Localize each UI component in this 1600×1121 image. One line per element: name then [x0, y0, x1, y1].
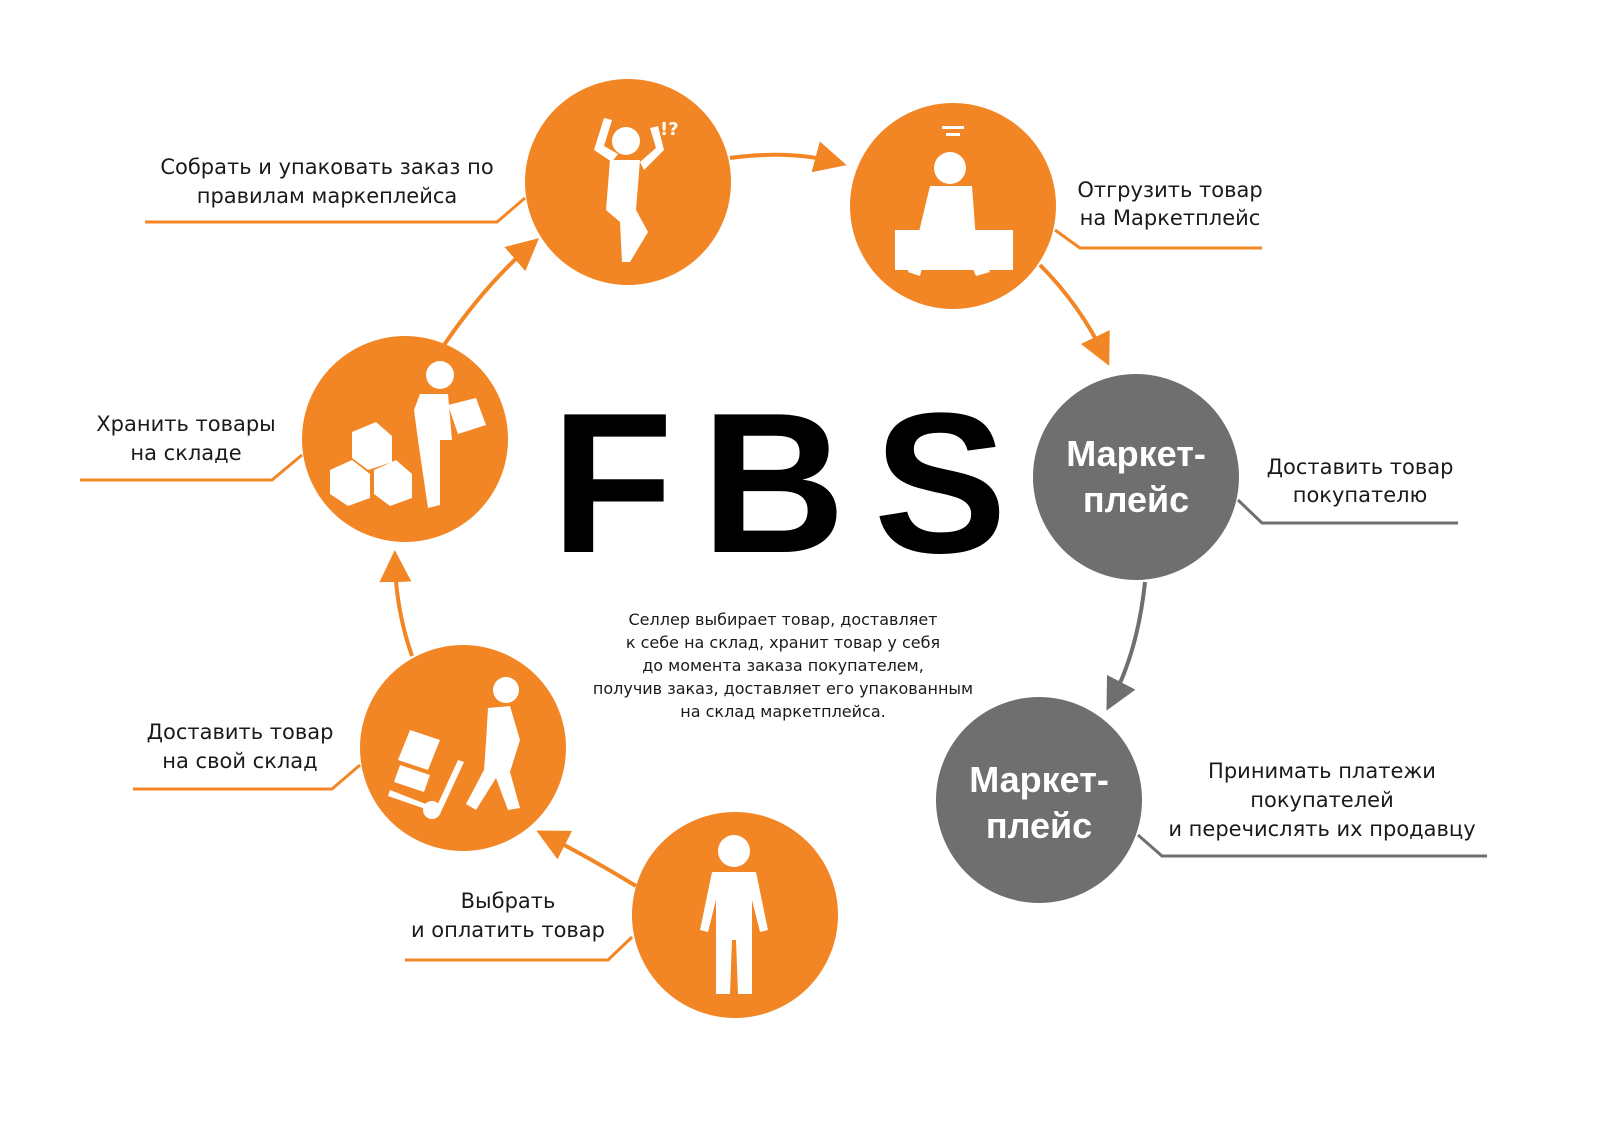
leader-line	[405, 935, 634, 962]
person-with-boxes-icon	[330, 361, 486, 508]
label-line: покупателей	[1250, 788, 1393, 812]
label-line: Выбрать	[461, 889, 556, 913]
step-label: Собрать и упаковать заказ по правилам ма…	[160, 155, 493, 208]
description-line: к себе на склад, хранит товар у себя	[626, 633, 940, 652]
standing-person-icon	[700, 835, 768, 994]
tired-sitting-person-icon	[895, 126, 1013, 276]
step-buyer	[632, 812, 838, 1018]
label-line: Доставить товар	[147, 720, 334, 744]
leader-line	[80, 453, 303, 482]
label-line: покупателю	[1293, 483, 1428, 507]
description: Селлер выбирает товар, доставляет к себе…	[593, 610, 973, 721]
step-label: Доставить товар на свой склад	[147, 720, 334, 773]
step-marketplace-deliver: Маркет- плейс	[1033, 374, 1239, 580]
label-line: Доставить товар	[1267, 455, 1454, 479]
leader-line	[145, 196, 526, 224]
label-line: на складе	[130, 441, 241, 465]
label-line: и перечислять их продавцу	[1168, 817, 1475, 841]
step-label: Хранить товары на складе	[96, 412, 275, 465]
arrow-step6-to-step7	[379, 550, 414, 657]
marketplace-text: плейс	[1083, 479, 1189, 520]
label-line: на свой склад	[162, 749, 317, 773]
label-line: Принимать платежи	[1208, 759, 1436, 783]
person-with-trolley-icon	[388, 677, 520, 819]
leader-line	[1137, 833, 1487, 858]
label-line: правилам маркеплейса	[197, 184, 458, 208]
marketplace-text: Маркет-	[1066, 433, 1206, 474]
description-line: на склад маркетплейса.	[680, 702, 885, 721]
step-ship	[850, 103, 1056, 309]
page-title: FBS	[551, 372, 1035, 595]
step-deliver-own-warehouse	[360, 645, 566, 851]
step-label: Выбрать и оплатить товар	[411, 889, 605, 942]
arrow-step1-to-step2	[729, 141, 847, 173]
arrow-step7-to-step1	[442, 238, 540, 347]
marketplace-text: Маркет-	[969, 759, 1109, 800]
leader-line	[1236, 498, 1458, 525]
label-line: на Маркетплейс	[1080, 206, 1261, 230]
svg-text:!?: !?	[660, 119, 679, 140]
description-line: Селлер выбирает товар, доставляет	[629, 610, 938, 629]
leader-line	[1054, 228, 1262, 250]
step-label: Доставить товар покупателю	[1267, 455, 1454, 507]
label-line: Отгрузить товар	[1077, 178, 1262, 202]
step-label: Принимать платежи покупателей и перечисл…	[1168, 759, 1475, 841]
description-line: до момента заказа покупателем,	[642, 656, 924, 675]
label-line: и оплатить товар	[411, 918, 605, 942]
arrow-step2-to-step3	[1038, 263, 1110, 366]
step-store	[302, 336, 508, 542]
arrow-step5-to-step6	[536, 830, 638, 888]
step-collect-pack: !?	[525, 79, 731, 285]
arrow-step3-to-step4	[1106, 581, 1147, 711]
step-marketplace-payments: Маркет- плейс	[936, 697, 1142, 903]
confused-person-icon: !?	[594, 118, 679, 262]
leader-line	[133, 763, 361, 791]
label-line: Хранить товары	[96, 412, 275, 436]
step-label: Отгрузить товар на Маркетплейс	[1077, 178, 1262, 230]
description-line: получив заказ, доставляет его упакованны…	[593, 679, 973, 698]
marketplace-text: плейс	[986, 805, 1092, 846]
label-line: Собрать и упаковать заказ по	[160, 155, 493, 179]
